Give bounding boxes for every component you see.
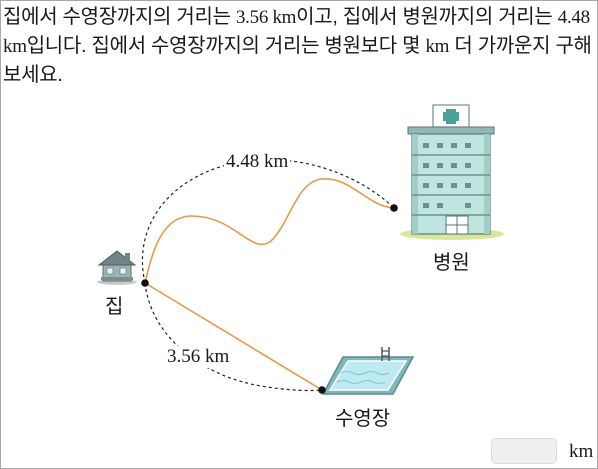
pool-distance-arc xyxy=(144,282,323,392)
home-point xyxy=(141,279,149,287)
pool-distance-inline: 3.56 km xyxy=(235,7,297,28)
problem-text-part2: 이고, 집에서 병원까지의 거리는 xyxy=(296,6,558,28)
home-label: 집 xyxy=(105,296,124,318)
pool-label: 수영장 xyxy=(335,408,391,430)
hospital-label: 병원 xyxy=(433,252,470,274)
house-icon xyxy=(97,250,137,285)
answer-input[interactable] xyxy=(491,438,557,464)
hospital-route-line xyxy=(144,178,395,284)
hospital-distance-label: 4.48 km xyxy=(224,151,291,173)
answer-unit: km xyxy=(569,441,594,462)
problem-text-part3: 입니다. 집에서 수영장까지의 거리는 병원보다 몇 xyxy=(26,35,426,57)
hospital-distance-arc xyxy=(141,159,395,284)
hospital-point xyxy=(390,204,398,212)
problem-text-part1: 집에서 수영장까지의 거리는 xyxy=(3,6,236,28)
pool-route-line xyxy=(144,282,323,391)
unit-inline: km xyxy=(425,36,450,57)
hospital-distance-inline: 4.48 km xyxy=(3,7,590,57)
swimming-pool-icon xyxy=(321,347,415,395)
problem-text-part4: 더 가까운지 구해 보세요. xyxy=(3,35,592,86)
pool-point xyxy=(318,386,326,394)
pool-distance-label: 3.56 km xyxy=(165,346,232,368)
problem-text: 집에서 수영장까지의 거리는 3.56 km이고, 집에서 병원까지의 거리는 … xyxy=(3,3,597,90)
hospital-building-icon xyxy=(400,104,504,240)
